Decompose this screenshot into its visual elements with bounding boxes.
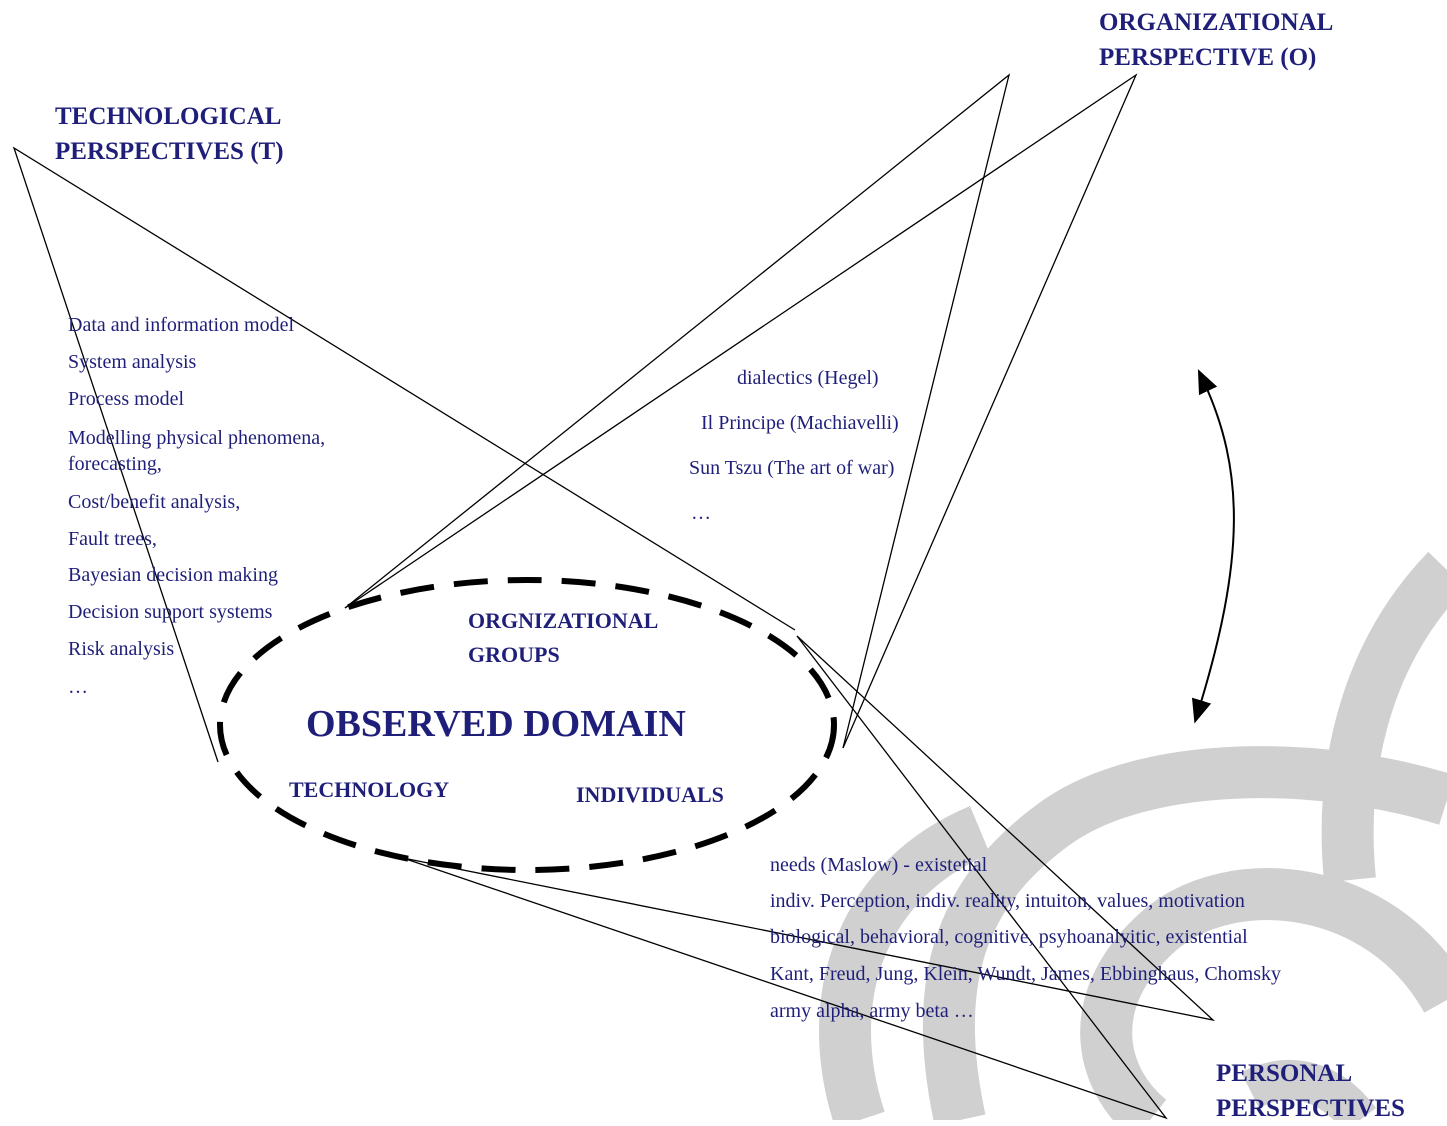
technological-item: Cost/benefit analysis, xyxy=(68,491,241,513)
technological-item: Process model xyxy=(68,388,185,410)
personal-item: Kant, Freud, Jung, Klein, Wundt, James, … xyxy=(770,963,1282,985)
personal-item: army alpha, army beta … xyxy=(770,1000,974,1022)
technological-heading: TECHNOLOGICAL PERSPECTIVES (T) xyxy=(55,99,284,169)
personal-item: needs (Maslow) - existetial xyxy=(770,854,988,876)
organizational-heading-line-2: PERSPECTIVE (O) xyxy=(1099,44,1317,71)
observed-domain-ellipse xyxy=(217,577,837,873)
technological-item: Bayesian decision making xyxy=(68,564,278,586)
technological-item: Fault trees, xyxy=(68,528,157,550)
organizational-heading: ORGANIZATIONAL PERSPECTIVE (O) xyxy=(1099,5,1333,75)
organizational-groups-label: ORGNIZATIONAL GROUPS xyxy=(468,604,658,672)
technological-link xyxy=(12,146,796,763)
personal-item: indiv. Perception, indiv. reality, intui… xyxy=(770,890,1245,912)
organizational-heading-line-1: ORGANIZATIONAL xyxy=(1099,9,1334,36)
organizational-item: Il Principe (Machiavelli) xyxy=(701,412,899,434)
technological-item: … xyxy=(68,676,88,698)
organizational-item: Sun Tszu (The art of war) xyxy=(689,457,895,479)
technological-heading-line-1: TECHNOLOGICAL xyxy=(55,103,282,130)
double-headed-arrow xyxy=(1191,369,1235,724)
technological-item: Risk analysis xyxy=(68,638,175,660)
technological-item: forecasting, xyxy=(68,453,162,475)
organizational-link xyxy=(344,73,1138,749)
technological-heading-line-2: PERSPECTIVES (T) xyxy=(55,138,284,165)
technological-item: Decision support systems xyxy=(68,601,273,623)
personal-heading: PERSONAL PERSPECTIVES xyxy=(1216,1056,1405,1126)
personal-link xyxy=(402,635,1216,1120)
technology-label: TECHNOLOGY xyxy=(289,777,450,802)
technological-item: Data and information model xyxy=(68,314,295,336)
technological-item: System analysis xyxy=(68,351,197,373)
technological-item: Modelling physical phenomena, xyxy=(68,427,326,449)
organizational-groups-line-2: GROUPS xyxy=(468,642,560,667)
organizational-item: dialectics (Hegel) xyxy=(737,367,879,389)
personal-heading-line-1: PERSONAL xyxy=(1216,1060,1353,1087)
organizational-item: … xyxy=(691,502,711,524)
observed-domain-title: OBSERVED DOMAIN xyxy=(306,703,686,745)
personal-item: biological, behavioral, cognitive, psyho… xyxy=(770,926,1248,948)
personal-heading-line-2: PERSPECTIVES xyxy=(1216,1095,1405,1122)
organizational-groups-line-1: ORGNIZATIONAL xyxy=(468,608,659,633)
individuals-label: INDIVIDUALS xyxy=(576,782,724,807)
